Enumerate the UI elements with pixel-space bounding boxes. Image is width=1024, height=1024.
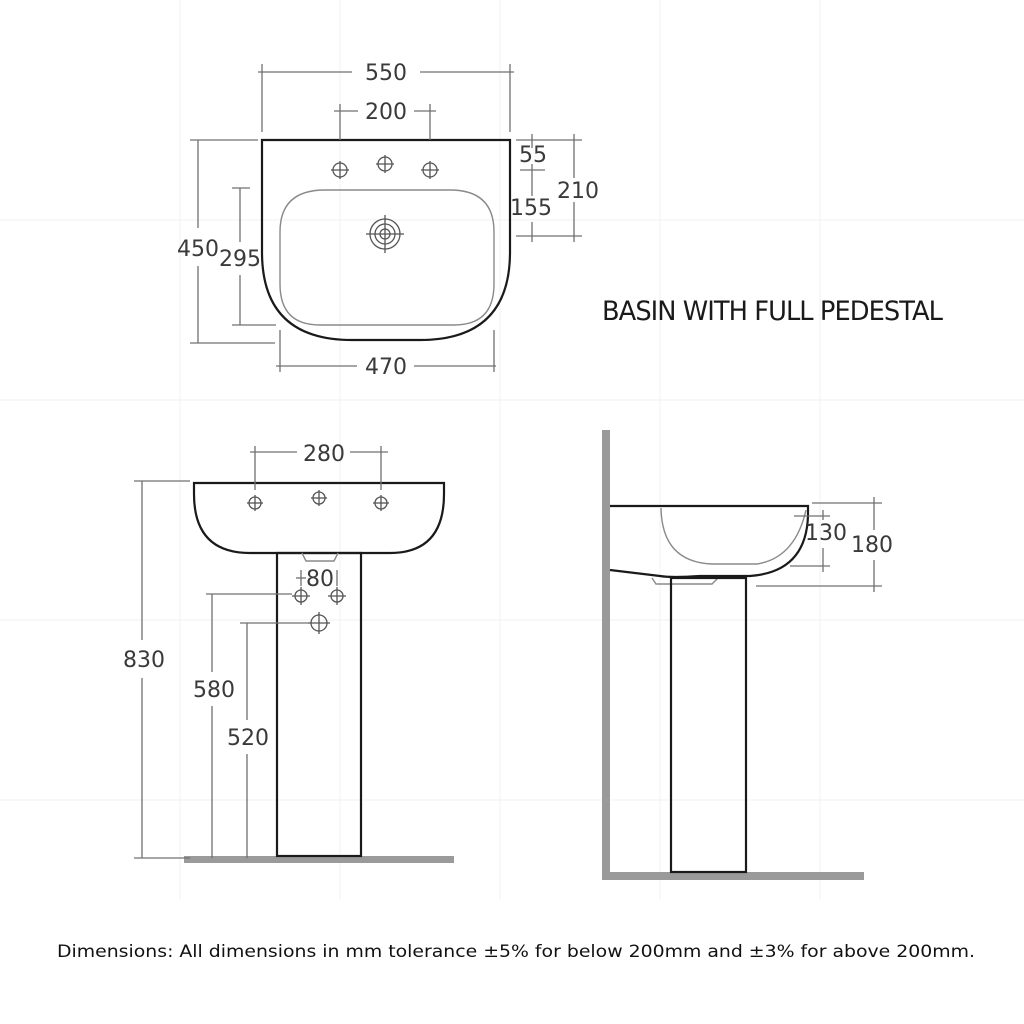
front-floor-line xyxy=(184,856,454,863)
side-elevation-view: 130 180 xyxy=(602,430,893,880)
dimension-line-520 xyxy=(240,622,308,858)
dimension-line-200 xyxy=(334,104,436,140)
dimension-line-830 xyxy=(134,480,190,859)
dim-label-155: 155 xyxy=(510,196,552,221)
dimension-line-550 xyxy=(258,64,514,132)
front-waste-bump xyxy=(301,552,339,562)
waste-connection-lower-icon xyxy=(308,612,330,634)
front-pedestal-outline xyxy=(275,551,363,858)
dim-label-470: 470 xyxy=(365,355,407,380)
dimension-line-180 xyxy=(756,497,882,592)
side-pedestal-outline xyxy=(669,576,748,874)
side-wall xyxy=(602,430,610,880)
tap-hole-right-icon xyxy=(421,161,439,179)
side-basin-outline xyxy=(609,504,810,579)
dim-label-295: 295 xyxy=(219,247,261,272)
side-bowl-inner xyxy=(660,507,807,565)
dim-label-280: 280 xyxy=(303,442,345,467)
side-floor-line xyxy=(602,872,864,880)
front-basin-outline xyxy=(192,481,446,555)
waste-icon xyxy=(366,215,404,253)
dimension-line-580 xyxy=(206,593,292,858)
background-grid xyxy=(0,0,1024,900)
tap-hole-centre-icon xyxy=(376,155,394,173)
dim-label-830: 830 xyxy=(123,648,165,673)
dimension-line-450 xyxy=(190,139,275,344)
dimension-line-280 xyxy=(250,446,388,490)
basin-plan-outline xyxy=(260,138,512,342)
dim-label-130: 130 xyxy=(805,521,847,546)
front-elevation-view: 280 80 830 580 520 xyxy=(123,442,454,863)
dimension-line-80 xyxy=(296,570,338,586)
dim-label-550: 550 xyxy=(365,61,407,86)
bowl-plan-outline xyxy=(279,189,495,326)
front-tap-hole-right-icon xyxy=(373,495,389,511)
plan-view: 550 200 450 295 xyxy=(177,61,599,380)
tap-hole-left-icon xyxy=(331,161,349,179)
dimension-line-130 xyxy=(790,510,830,572)
front-tap-hole-left-icon xyxy=(247,495,263,511)
dim-label-520: 520 xyxy=(227,726,269,751)
drawing-title: BASIN WITH FULL PEDESTAL xyxy=(602,296,943,327)
waste-connection-upper-icon xyxy=(292,587,346,605)
dim-label-180: 180 xyxy=(851,533,893,558)
dimension-line-55-155-210 xyxy=(516,134,582,242)
dim-label-55: 55 xyxy=(519,143,547,168)
front-tap-hole-centre-icon xyxy=(311,490,327,506)
dim-label-200: 200 xyxy=(365,100,407,125)
side-waste-outlet xyxy=(651,577,719,585)
dim-label-80: 80 xyxy=(306,567,334,592)
tolerance-note: Dimensions: All dimensions in mm toleran… xyxy=(57,942,975,961)
dimension-line-470 xyxy=(276,330,496,372)
dim-label-580: 580 xyxy=(193,678,235,703)
dim-label-450: 450 xyxy=(177,237,219,262)
dim-label-210: 210 xyxy=(557,179,599,204)
dimension-line-295 xyxy=(232,187,276,326)
